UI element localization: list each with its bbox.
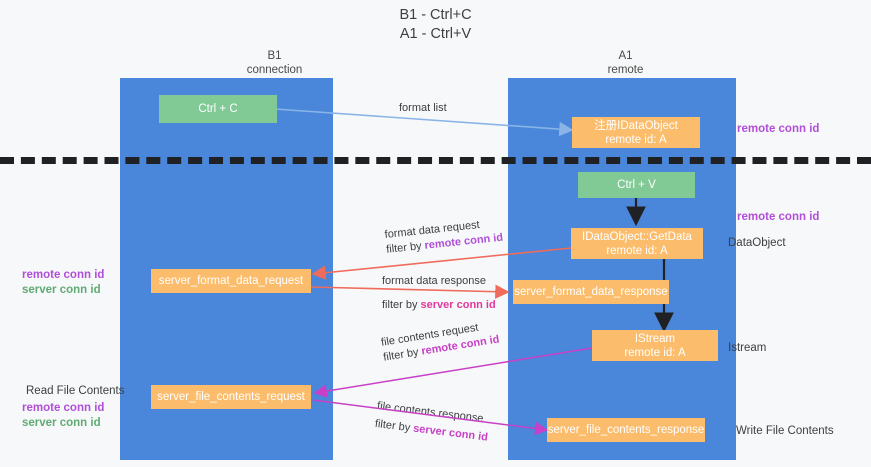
column-right-role: remote [607, 64, 644, 76]
filter-prefix: filter by [374, 417, 414, 435]
column-left-name: B1 [267, 50, 282, 62]
node-register-idataobject-line2: remote id: A [605, 133, 667, 146]
edge-label-format-data-response: format data response filter by server co… [382, 274, 496, 313]
node-server-file-contents-response[interactable]: server_file_contents_response [547, 418, 705, 442]
filter-prefix: filter by [385, 239, 426, 256]
node-server-file-contents-response-label: server_file_contents_response [547, 424, 705, 436]
annotation-left-read-file: Read File Contents [26, 385, 125, 397]
phase-divider [0, 157, 871, 164]
annotation-left-bot-remote: remote conn id [22, 402, 105, 414]
edge-label-format-data-response-line2: filter by server conn id [382, 298, 496, 313]
annotation-right-dataobject: DataObject [728, 237, 786, 249]
column-header-right: A1 remote [508, 49, 743, 77]
edge-label-file-contents-request: file contents request filter by remote c… [380, 318, 501, 366]
node-ctrl-c-label: Ctrl + C [198, 103, 238, 115]
node-server-format-data-request-label: server_format_data_request [158, 275, 304, 287]
node-ctrl-c[interactable]: Ctrl + C [159, 95, 277, 123]
node-istream-line2: remote id: A [624, 346, 686, 359]
node-server-file-contents-request[interactable]: server_file_contents_request [151, 385, 311, 409]
title-line-1: B1 - Ctrl+C [399, 7, 472, 23]
edge-label-format-data-request: format data request filter by remote con… [384, 216, 504, 258]
node-server-format-data-response-label: server_format_data_response [514, 286, 668, 298]
node-register-idataobject[interactable]: 注册IDataObject remote id: A [572, 117, 700, 148]
column-right-name: A1 [618, 50, 633, 62]
filter-prefix: filter by [382, 299, 421, 311]
annotation-right-getdata-conn: remote conn id [737, 211, 820, 223]
annotation-right-istream: Istream [728, 342, 767, 354]
node-server-file-contents-request-label: server_file_contents_request [157, 391, 305, 403]
node-getdata-line1: IDataObject::GetData [582, 230, 692, 243]
node-server-format-data-request[interactable]: server_format_data_request [151, 269, 311, 293]
node-istream-line1: IStream [634, 332, 676, 345]
annotation-right-top-conn: remote conn id [737, 123, 820, 135]
node-server-format-data-response[interactable]: server_format_data_response [513, 280, 669, 304]
edge-label-file-contents-response: file contents response filter by server … [374, 399, 491, 446]
annotation-left-bottom: remote conn id server conn id [22, 401, 104, 431]
edge-label-format-list: format list [399, 102, 447, 114]
annotation-left-bot-server: server conn id [22, 417, 101, 429]
annotation-right-write-file: Write File Contents [736, 425, 834, 437]
node-getdata-line2: remote id: A [606, 244, 668, 257]
node-istream[interactable]: IStream remote id: A [592, 330, 718, 361]
column-header-left: B1 connection [157, 49, 392, 77]
annotation-left-mid: remote conn id server conn id [22, 268, 104, 298]
annotation-left-mid-server: server conn id [22, 284, 101, 296]
node-ctrl-v-label: Ctrl + V [617, 179, 656, 191]
node-idataobject-getdata[interactable]: IDataObject::GetData remote id: A [571, 228, 703, 259]
filter-key-server-conn-id: server conn id [420, 299, 496, 311]
node-register-idataobject-line1: 注册IDataObject [594, 119, 678, 132]
column-left-role: connection [246, 64, 303, 76]
node-ctrl-v[interactable]: Ctrl + V [578, 172, 695, 198]
title-line-2: A1 - Ctrl+V [399, 26, 472, 42]
annotation-left-mid-remote: remote conn id [22, 269, 105, 281]
edge-label-format-data-response-line1: format data response [382, 275, 486, 287]
page-title: B1 - Ctrl+C A1 - Ctrl+V [0, 6, 871, 44]
